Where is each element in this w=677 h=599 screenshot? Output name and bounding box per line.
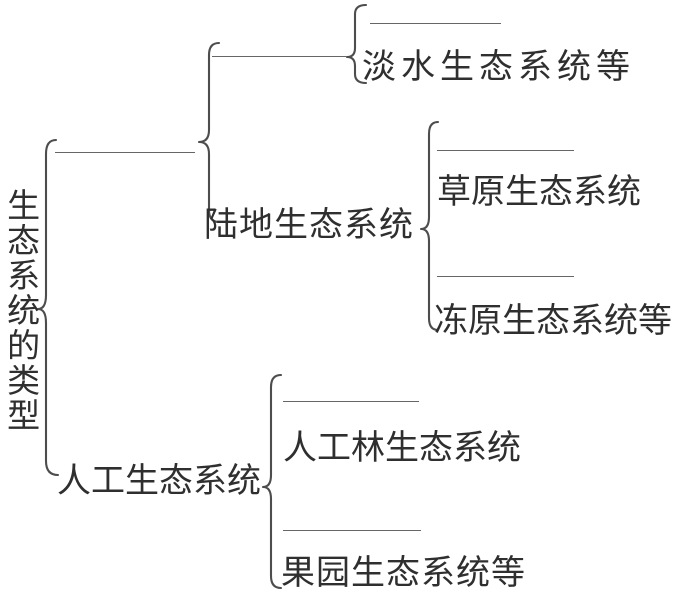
diagram-root-title: 生态系统的类型 — [1, 188, 38, 433]
label-terrestrial-ecosystem: 陆地生态系统 — [204, 207, 414, 244]
root-brace — [36, 138, 60, 477]
aquatic-group-brace — [345, 3, 368, 85]
fill-in-blank-artificial-item-3 — [283, 530, 421, 531]
fill-in-blank-natural-ecosystem — [55, 152, 195, 153]
fill-in-blank-artificial-item-1 — [283, 401, 419, 402]
label-grassland-ecosystem: 草原生态系统 — [437, 174, 641, 211]
label-planted-forest-ecosystem: 人工林生态系统 — [283, 430, 521, 467]
label-tundra-ecosystem: 冻原生态系统等 — [434, 303, 672, 340]
natural-group-brace — [197, 41, 221, 224]
label-orchard-ecosystem: 果园生态系统等 — [281, 555, 526, 592]
fill-in-blank-aquatic-ecosystem — [212, 56, 347, 57]
artificial-group-brace — [261, 373, 283, 590]
label-freshwater-ecosystem: 淡水生态系统等 — [362, 49, 635, 86]
fill-in-blank-aquatic-item-1 — [370, 23, 501, 24]
terrestrial-group-brace — [419, 120, 440, 332]
fill-in-blank-terrestrial-item-1 — [437, 150, 574, 151]
label-artificial-ecosystem: 人工生态系统 — [57, 463, 261, 500]
fill-in-blank-terrestrial-item-3 — [437, 276, 574, 277]
